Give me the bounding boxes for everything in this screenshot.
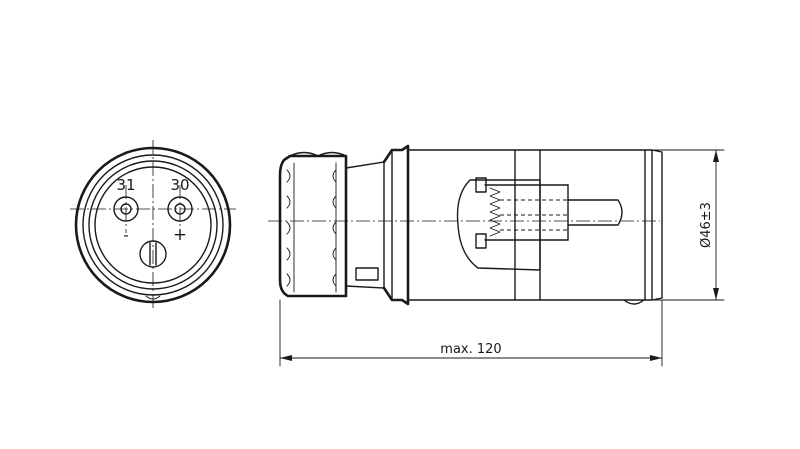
cutaway-outline <box>456 179 541 271</box>
pin-right-socket <box>167 196 193 222</box>
neck-body <box>345 161 385 289</box>
dimension-lines: max. 120 Ø46±3 <box>279 149 725 367</box>
neck-slot <box>355 267 379 281</box>
knurled-cap-outline <box>278 154 348 298</box>
length-label: max. 120 <box>440 342 501 357</box>
diameter-arrow-bottom <box>713 288 719 300</box>
main-body <box>407 149 653 301</box>
front-view: 31 30 - + <box>70 140 236 310</box>
pin-left-label: 31 <box>116 176 135 194</box>
knurl-ribs-outer <box>286 169 291 287</box>
clip-top <box>475 177 487 193</box>
pin-left-socket <box>113 196 139 222</box>
pin-left-contact <box>120 203 132 215</box>
clip-bottom <box>475 233 487 249</box>
pin-right-contact <box>174 203 186 215</box>
side-view <box>268 144 663 306</box>
contact-pin <box>567 199 623 226</box>
minus-label: - <box>123 226 128 244</box>
diameter-label: Ø46±3 <box>699 202 714 248</box>
cable-end <box>651 149 663 301</box>
plus-label: + <box>173 225 187 245</box>
diameter-arrow-top <box>713 150 719 162</box>
front-screw <box>139 240 167 268</box>
knurl-ribs-inner <box>332 169 337 287</box>
length-arrow-right <box>650 355 662 361</box>
thread-zigzag <box>489 187 501 237</box>
length-arrow-left <box>280 355 292 361</box>
foot-bump <box>623 299 645 305</box>
flange <box>382 144 410 306</box>
pin-right-label: 30 <box>170 176 189 194</box>
cap-scallop-top <box>289 151 347 157</box>
